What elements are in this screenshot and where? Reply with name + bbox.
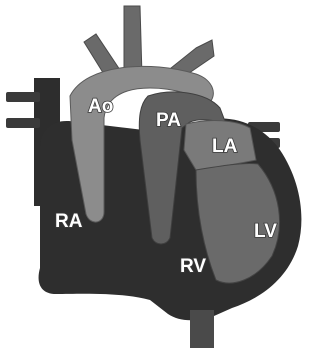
label-rv: RV bbox=[180, 256, 206, 277]
label-la: LA bbox=[212, 136, 238, 157]
label-lv: LV bbox=[254, 221, 277, 242]
inferior-vena-cava bbox=[190, 310, 214, 348]
label-ra: RA bbox=[55, 211, 83, 232]
center-branch-vessel bbox=[124, 6, 142, 76]
label-pa: PA bbox=[156, 110, 181, 131]
label-ao: Ao bbox=[88, 96, 113, 117]
